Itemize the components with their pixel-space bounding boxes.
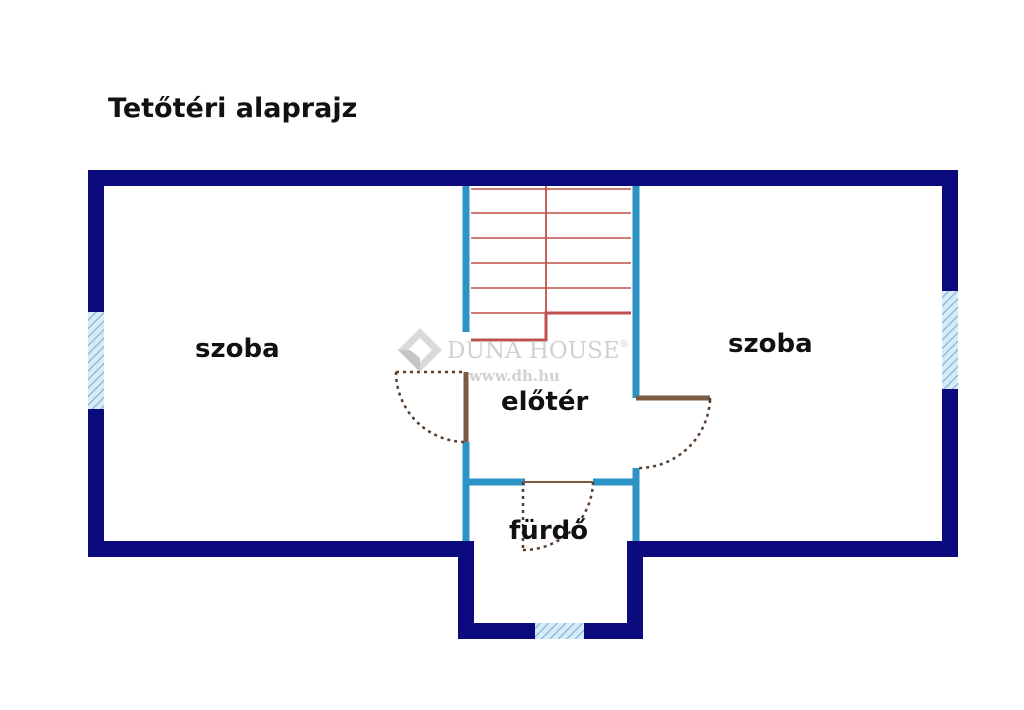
staircase (471, 186, 631, 342)
watermark-brand: DUNA HOUSE (447, 338, 620, 364)
duna-house-logo-icon (398, 328, 442, 372)
window-left (88, 312, 104, 409)
window-right (942, 291, 958, 389)
watermark-url: www.dh.hu (468, 367, 560, 385)
door-bathroom (521, 481, 595, 552)
watermark-registered: ® (619, 339, 629, 350)
interior-walls (462, 186, 640, 541)
room-label-hall: előtér (501, 387, 588, 417)
room-label-right: szoba (728, 329, 813, 359)
door-left-room (394, 370, 469, 444)
room-label-bathroom: fürdő (509, 516, 588, 546)
door-right-room (636, 395, 712, 470)
plan-title: Tetőtéri alaprajz (108, 93, 357, 124)
watermark: DUNA HOUSE ® www.dh.hu (398, 328, 629, 385)
room-label-left: szoba (195, 334, 280, 364)
window-bottom (535, 623, 584, 639)
